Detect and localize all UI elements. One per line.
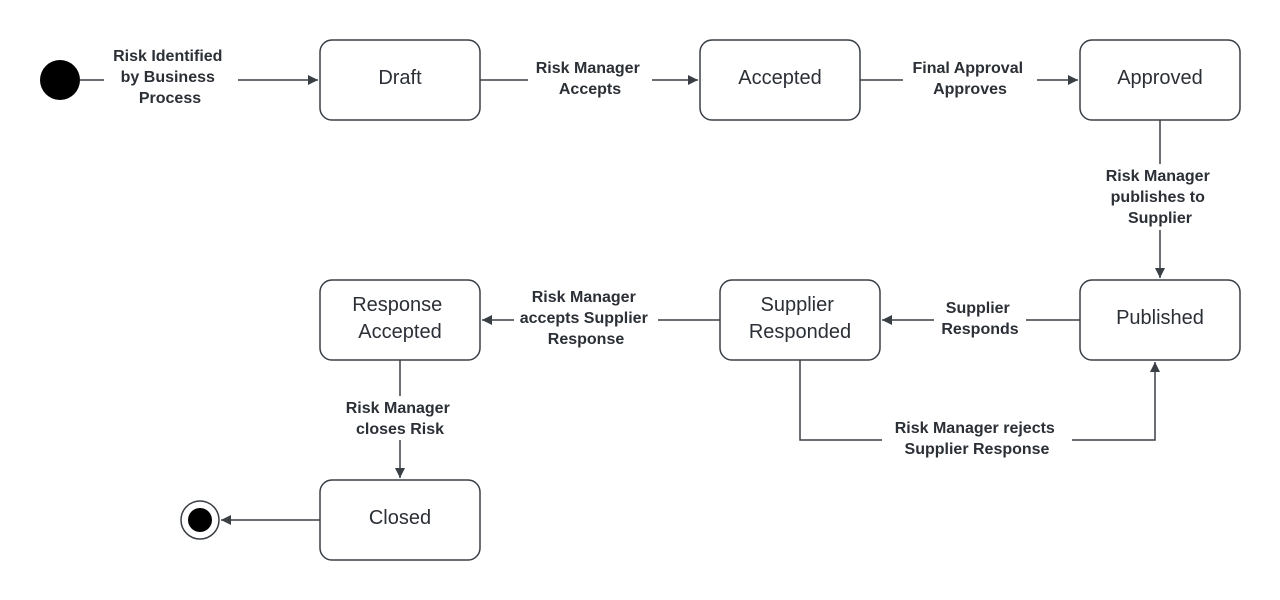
svg-text:Risk Manager rejects Sup: Risk Manager rejects Supplier Response: [895, 420, 1060, 458]
label-response-accepted-to-closed: Risk Manager closes Risk: [338, 396, 462, 440]
state-closed[interactable]: Closed: [319, 479, 481, 561]
state-label: Closed: [369, 507, 431, 529]
initial-state: [40, 60, 80, 100]
label-supplier-responded-to-response-accepted: Risk Manager accepts Supplier Response: [514, 285, 658, 351]
label-published-to-supplier-responded: Supplier Responds: [934, 296, 1026, 340]
label-supplier-responded-to-published: Risk Manager rejects Supplier Response: [882, 416, 1072, 460]
state-accepted[interactable]: Accepted: [699, 39, 861, 121]
state-label: Draft: [378, 67, 422, 89]
state-supplier-responded[interactable]: Supplier Responded: [719, 279, 881, 361]
svg-text:Supplier Responds: Supplier Responds: [941, 300, 1018, 338]
state-label: Approved: [1117, 67, 1203, 89]
state-label: Published: [1116, 307, 1204, 329]
label-accepted-to-approved: Final Approval Approves: [903, 56, 1037, 100]
state-label: Accepted: [738, 67, 821, 89]
state-draft[interactable]: Draft: [319, 39, 481, 121]
label-draft-to-accepted: Risk Manager Accepts: [528, 56, 652, 100]
label-approved-to-published: Risk Manager publishes to Supplier: [1098, 164, 1222, 230]
svg-text:Risk Manager closes Risk: Risk Manager closes Risk: [346, 400, 455, 438]
state-response-accepted[interactable]: Response Accepted: [319, 279, 481, 361]
svg-text:Risk Manager accepts Sup: Risk Manager accepts Supplier Response: [520, 289, 653, 348]
svg-text:Risk Manager Accepts: Risk Manager Accepts: [536, 60, 645, 98]
svg-text:Final Approval Approves: Final Approval Approves: [913, 60, 1028, 98]
label-start-to-draft: Risk Identified by Business Process: [104, 44, 238, 110]
state-label: Supplier Responded: [749, 294, 851, 343]
svg-text:Risk Identified by Busin: Risk Identified by Business Process: [113, 48, 227, 107]
state-label: Response Accepted: [352, 294, 448, 343]
state-approved[interactable]: Approved: [1079, 39, 1241, 121]
svg-text:Risk Manager publishes t: Risk Manager publishes to Supplier: [1106, 168, 1215, 227]
final-state: [180, 500, 220, 540]
state-published[interactable]: Published: [1079, 279, 1241, 361]
